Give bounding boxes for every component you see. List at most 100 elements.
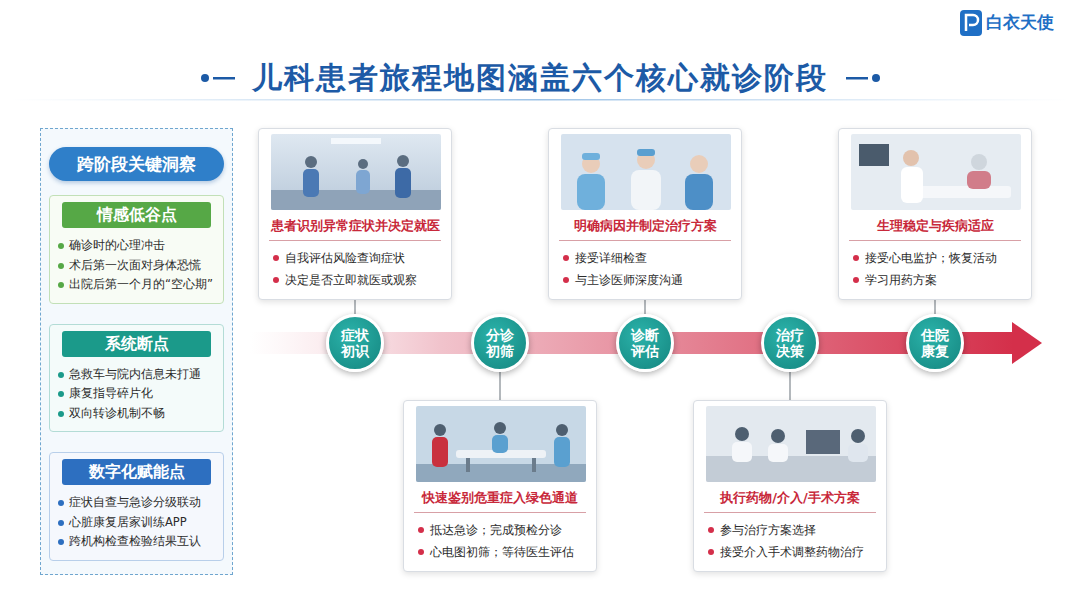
stage-label: 住院 康复 <box>920 327 950 359</box>
photo-person <box>397 155 409 167</box>
photo-screen <box>806 430 840 454</box>
title-rule <box>10 99 1070 101</box>
stage-label: 治疗 决策 <box>775 327 805 359</box>
bullet-item: 抵达急诊；完成预检分诊 <box>404 519 596 541</box>
section-heading: 系统断点 <box>62 331 211 357</box>
photo-person <box>685 174 713 210</box>
photo-ground <box>561 134 731 210</box>
photo-person <box>967 171 991 189</box>
photo-person <box>971 154 987 170</box>
photo-cap <box>582 153 600 160</box>
stage-label: 分诊 初筛 <box>485 327 515 359</box>
photo-ground <box>416 406 586 482</box>
card-title: 执行药物/介入/手术方案 <box>704 489 876 513</box>
diagram-title: 儿科患者旅程地图涵盖六个核心就诊阶段 <box>0 58 1080 98</box>
photo-person <box>556 424 568 436</box>
timeline-arrowhead <box>1012 322 1042 364</box>
card-title: 患者识别异常症状并决定就医 <box>269 217 441 241</box>
bullet-item: 学习用药方案 <box>839 269 1031 291</box>
photo-person <box>901 167 923 203</box>
card-title: 明确病因并制定治疗方案 <box>559 217 731 241</box>
photo-person <box>554 437 570 467</box>
photo-ground <box>851 134 1021 210</box>
photo-person <box>358 159 368 169</box>
bullet-item: 接受心电监护；恢复活动 <box>839 247 1031 269</box>
title-dot <box>872 74 880 82</box>
bullet-item: 急救车与院内信息未打通 <box>50 365 223 385</box>
stage-label: 症状 初识 <box>340 327 370 359</box>
emergency-photo <box>416 406 586 482</box>
stage-circle: 住院 康复 <box>906 314 964 372</box>
ward-photo <box>851 134 1021 210</box>
stage-circle: 症状 初识 <box>326 314 384 372</box>
photo-person <box>395 168 411 198</box>
title-dash <box>846 77 868 80</box>
card-title: 生理稳定与疾病适应 <box>849 217 1021 241</box>
stage-connector <box>934 300 936 314</box>
stage-connector <box>354 300 356 314</box>
photo-person <box>494 422 506 434</box>
bullet-item: 接受详细检查 <box>549 247 741 269</box>
bullet-item: 与主诊医师深度沟通 <box>549 269 741 291</box>
insight-panel: 跨阶段关键洞察情感低谷点确诊时的心理冲击术后第一次面对身体恐慌出院后第一个月的“… <box>40 128 233 575</box>
stage-circle: 治疗 决策 <box>761 314 819 372</box>
photo-person <box>903 150 919 166</box>
photo-person <box>577 174 605 210</box>
bullet-item: 双向转诊机制不畅 <box>50 404 223 424</box>
photo-person <box>771 429 785 443</box>
consult-photo <box>561 134 731 210</box>
bullet-item: 心脏康复居家训练APP <box>50 513 223 533</box>
photo-person <box>356 170 370 194</box>
photo-person <box>631 170 661 210</box>
insight-section: 情感低谷点确诊时的心理冲击术后第一次面对身体恐慌出院后第一个月的“空心期” <box>49 195 224 304</box>
bullet-item: 术后第一次面对身体恐慌 <box>50 256 223 276</box>
insight-section: 数字化赋能点症状自查与急诊分级联动心脏康复居家训练APP跨机构检查检验结果互认 <box>49 452 224 561</box>
stage-label: 诊断 评估 <box>630 327 660 359</box>
insight-section: 系统断点急救车与院内信息未打通康复指导碎片化双向转诊机制不畅 <box>49 324 224 433</box>
title-dot <box>201 74 209 82</box>
bullet-item: 心电图初筛；等待医生评估 <box>404 541 596 563</box>
photo-person <box>434 424 446 436</box>
photo-person <box>303 169 319 197</box>
photo-person <box>305 156 317 168</box>
photo-ground <box>706 406 876 482</box>
corridor-photo <box>271 134 441 210</box>
photo-floor <box>271 190 441 210</box>
photo-person <box>851 429 865 443</box>
bullet-item: 跨机构检查检验结果互认 <box>50 532 223 552</box>
bullet-item: 出院后第一个月的“空心期” <box>50 275 223 295</box>
photo-monitor <box>859 144 889 166</box>
stage-connector <box>644 300 646 314</box>
stage-circle: 诊断 评估 <box>616 314 674 372</box>
photo-person <box>848 444 868 462</box>
stage-circle: 分诊 初筛 <box>471 314 529 372</box>
photo-light <box>331 138 381 144</box>
photo-cap <box>637 149 655 156</box>
photo-person <box>690 155 708 173</box>
photo-person <box>732 442 752 462</box>
bullet-item: 自我评估风险查询症状 <box>259 247 451 269</box>
bullet-item: 症状自查与急诊分级联动 <box>50 493 223 513</box>
photo-person <box>735 427 749 441</box>
bullet-item: 决定是否立即就医或观察 <box>259 269 451 291</box>
card-title: 快速鉴别危重症入绿色通道 <box>414 489 586 513</box>
photo-bed <box>911 186 1011 198</box>
photo-stretcher-leg <box>466 458 470 472</box>
bullet-item: 接受介入手术调整药物治疗 <box>694 541 886 563</box>
logo-text: 白衣天使 <box>986 11 1054 33</box>
treatment-photo <box>706 406 876 482</box>
panel-heading: 跨阶段关键洞察 <box>49 147 224 181</box>
photo-person <box>432 437 448 467</box>
stage-connector <box>499 372 501 400</box>
title-dash <box>213 77 235 80</box>
section-heading: 情感低谷点 <box>62 202 211 228</box>
photo-person <box>768 444 788 462</box>
bullet-item: 参与治疗方案选择 <box>694 519 886 541</box>
stage-connector <box>789 372 791 400</box>
bullet-item: 康复指导碎片化 <box>50 384 223 404</box>
photo-person <box>492 435 508 453</box>
logo-icon <box>960 10 982 36</box>
photo-ground <box>271 134 441 210</box>
bullet-item: 确诊时的心理冲击 <box>50 236 223 256</box>
photo-stretcher-leg <box>532 458 536 472</box>
